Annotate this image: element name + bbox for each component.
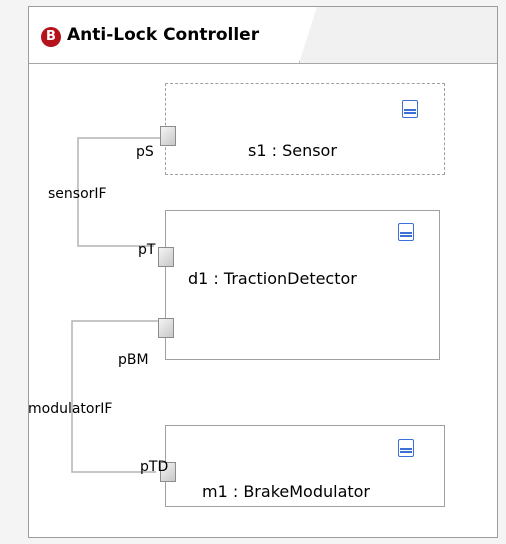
port-label-pBM: pBM xyxy=(118,352,149,368)
tab-anti-lock-controller[interactable]: B Anti-Lock Controller xyxy=(29,7,300,63)
part-label: s1 : Sensor xyxy=(248,141,337,160)
part-sensor[interactable]: s1 : Sensor xyxy=(165,83,445,175)
connector-label-modulatorIF: modulatorIF xyxy=(28,401,113,417)
port-pT[interactable] xyxy=(158,247,174,267)
port-label-pT: pT xyxy=(138,242,156,258)
port-pTD[interactable] xyxy=(160,462,176,482)
connector-label-sensorIF: sensorIF xyxy=(48,186,107,202)
connector-modulatorIF xyxy=(71,320,167,473)
port-pBM[interactable] xyxy=(158,318,174,338)
part-icon xyxy=(402,100,418,118)
part-brake-modulator[interactable]: m1 : BrakeModulator xyxy=(165,425,445,507)
part-icon xyxy=(398,439,414,457)
part-icon xyxy=(398,223,414,241)
part-label: m1 : BrakeModulator xyxy=(202,482,371,501)
tab-notch xyxy=(299,7,317,63)
part-traction-detector[interactable]: d1 : TractionDetector xyxy=(165,210,440,360)
tab-title: Anti-Lock Controller xyxy=(67,25,260,45)
part-label: d1 : TractionDetector xyxy=(188,269,357,288)
block-badge-icon: B xyxy=(41,27,61,47)
port-label-pS: pS xyxy=(136,144,154,160)
connector-sensorIF xyxy=(77,137,167,247)
port-label-pTD: pTD xyxy=(140,459,169,475)
port-pS[interactable] xyxy=(160,126,176,146)
